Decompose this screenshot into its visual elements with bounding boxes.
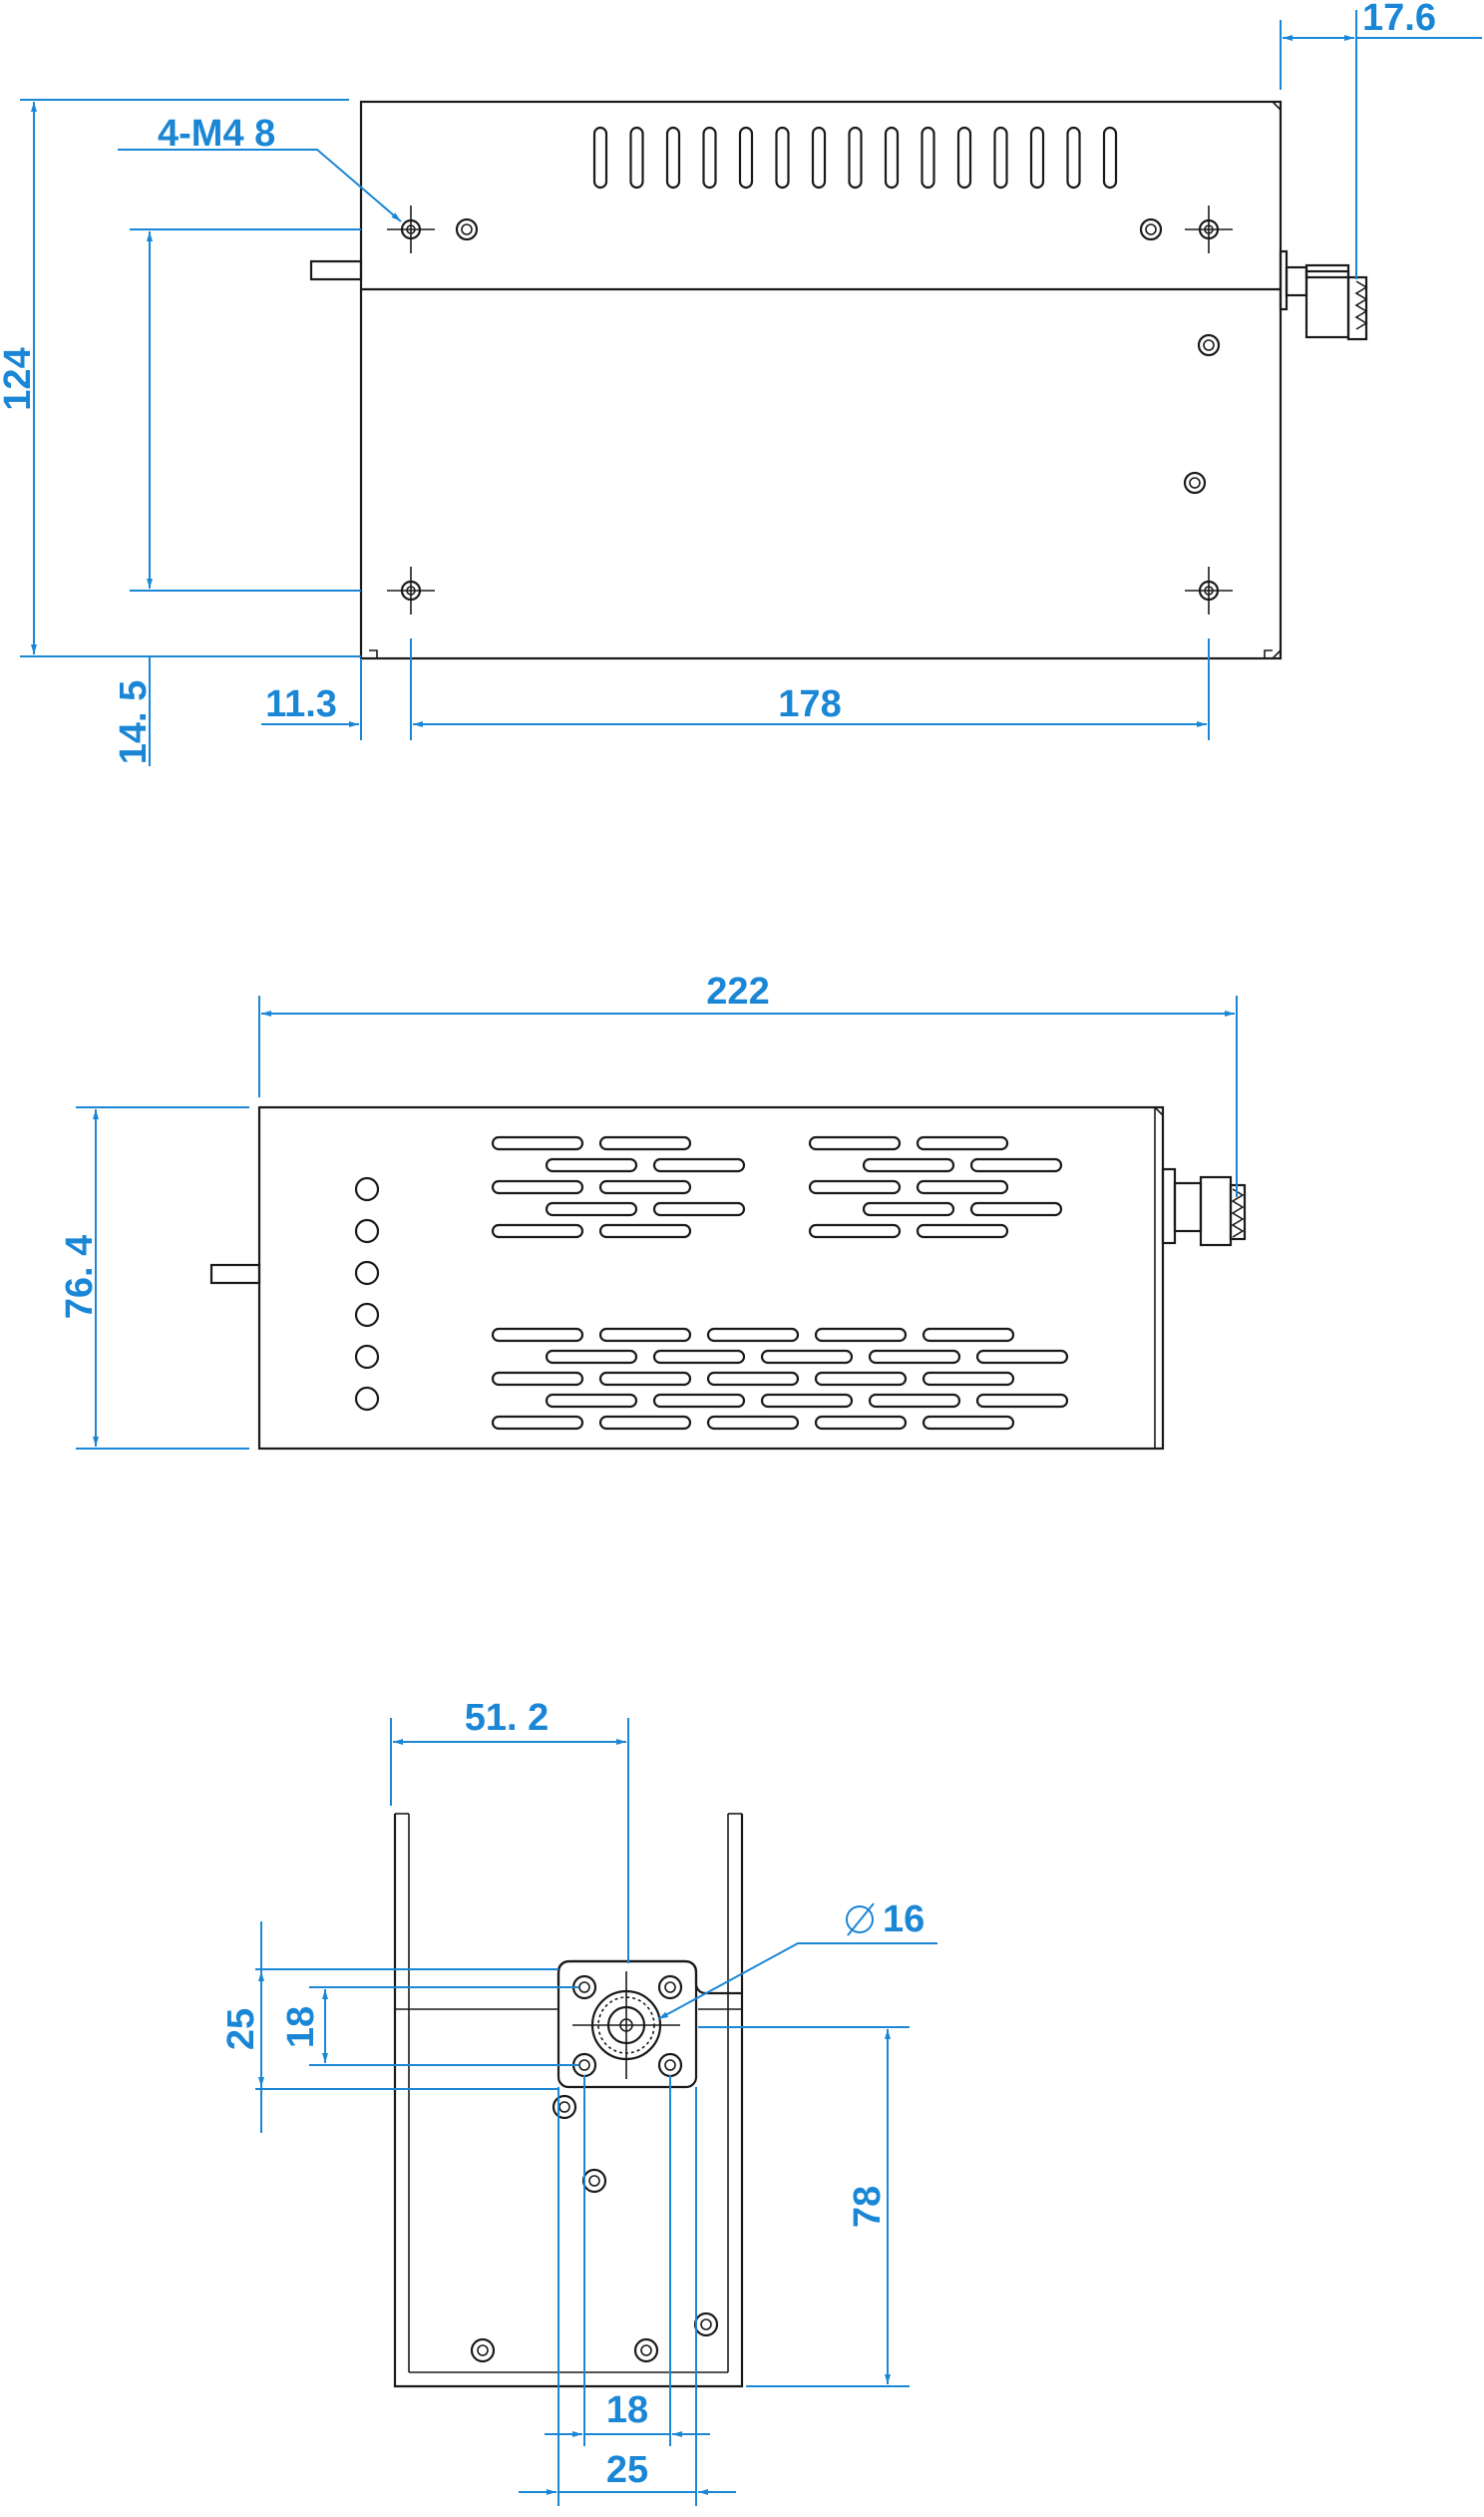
dim-51-2: 51. 2 xyxy=(465,1697,550,1739)
diameter-icon xyxy=(846,1902,875,1936)
vent-slot xyxy=(814,1327,908,1343)
vent-slot xyxy=(993,126,1008,190)
vent-slot xyxy=(775,126,790,190)
vent-slot xyxy=(702,126,717,190)
vent-slot xyxy=(598,1415,692,1431)
vent-slot xyxy=(652,1201,746,1217)
dim-18-left: 18 xyxy=(280,2006,322,2048)
vent-slot xyxy=(814,1371,908,1387)
vent-slot xyxy=(868,1349,961,1365)
vent-slots-side xyxy=(491,1135,1069,1431)
vent-slot xyxy=(706,1371,800,1387)
dim-14-5: 14. 5 xyxy=(113,680,155,765)
vent-slot xyxy=(491,1371,584,1387)
vent-slot xyxy=(491,1135,584,1151)
vent-slot xyxy=(592,126,608,190)
dim-18-bottom: 18 xyxy=(606,2389,648,2431)
dims-view2 xyxy=(76,996,1238,1450)
dim-78: 78 xyxy=(847,2186,889,2228)
view-side: 222 76. 4 xyxy=(59,971,1247,1451)
dim-25-left: 25 xyxy=(220,2008,262,2050)
view-top: 17.6 4-M4 8 124 14. 5 11.3 178 xyxy=(0,0,1482,766)
coax-connector xyxy=(572,1971,680,2079)
vent-slot xyxy=(808,1223,902,1239)
vent-slot xyxy=(598,1135,692,1151)
vent-slot xyxy=(922,1327,1015,1343)
mount-holes xyxy=(387,206,1233,615)
vent-slot xyxy=(956,126,972,190)
vent-slot xyxy=(706,1415,800,1431)
vent-slot xyxy=(738,126,754,190)
vent-slot xyxy=(491,1415,584,1431)
pin xyxy=(309,259,363,281)
vent-slot xyxy=(916,1135,1009,1151)
vent-slot xyxy=(598,1179,692,1195)
dim-178: 178 xyxy=(778,683,841,725)
vent-slot xyxy=(491,1179,584,1195)
vent-slot xyxy=(598,1223,692,1239)
vent-slot xyxy=(922,1415,1015,1431)
vent-slot xyxy=(975,1393,1069,1409)
dim-222: 222 xyxy=(706,971,769,1013)
vent-slot xyxy=(916,1223,1009,1239)
vent-slot xyxy=(969,1201,1063,1217)
end-holes xyxy=(470,2094,719,2363)
vent-slot xyxy=(1029,126,1045,190)
side-connector xyxy=(1161,1167,1247,1247)
vent-slot xyxy=(598,1327,692,1343)
view-end: 51. 2 16 25 18 78 18 25 xyxy=(220,1697,937,2506)
vent-slot xyxy=(598,1371,692,1387)
vent-slot xyxy=(922,1371,1015,1387)
vent-slot xyxy=(652,1157,746,1173)
connector xyxy=(1279,249,1368,341)
dim-124: 124 xyxy=(0,347,39,410)
dims-view3 xyxy=(255,1718,937,2506)
vent-slot xyxy=(491,1223,584,1239)
dims-view1 xyxy=(20,10,1482,766)
vent-slot xyxy=(665,126,681,190)
vent-slot xyxy=(545,1201,638,1217)
dim-17-6: 17.6 xyxy=(1362,0,1436,39)
dim-76-4: 76. 4 xyxy=(59,1235,101,1320)
vent-slot xyxy=(814,1415,908,1431)
vent-slot xyxy=(491,1327,584,1343)
vent-slot xyxy=(545,1157,638,1173)
vent-slot xyxy=(969,1157,1063,1173)
vent-slot xyxy=(862,1201,955,1217)
vent-slot xyxy=(652,1349,746,1365)
vent-slot xyxy=(629,126,644,190)
vent-slot xyxy=(808,1135,902,1151)
vent-slot xyxy=(808,1179,902,1195)
vent-slot xyxy=(545,1393,638,1409)
vent-slot xyxy=(545,1349,638,1365)
dim-diam-16: 16 xyxy=(883,1898,925,1940)
vent-slot xyxy=(811,126,827,190)
vent-slot xyxy=(848,126,863,190)
end-body-outline xyxy=(393,1814,744,2388)
vent-slot xyxy=(652,1393,746,1409)
vent-slot xyxy=(1102,126,1118,190)
body-outline xyxy=(359,100,1283,660)
vent-slot xyxy=(760,1349,854,1365)
dim-11-3: 11.3 xyxy=(265,683,337,725)
dim-25-bottom: 25 xyxy=(606,2449,648,2491)
body-edge xyxy=(1272,101,1282,659)
vent-slot xyxy=(760,1393,854,1409)
vent-slots-top xyxy=(592,126,1118,190)
side-pin xyxy=(209,1263,261,1285)
vent-slot xyxy=(1066,126,1081,190)
vent-slot xyxy=(884,126,900,190)
vent-slot xyxy=(916,1179,1009,1195)
led-holes xyxy=(354,1176,380,1412)
vent-slot xyxy=(921,126,935,190)
flange xyxy=(556,1959,698,2089)
vent-slot xyxy=(975,1349,1069,1365)
dim-hole-spec: 4-M4 8 xyxy=(158,113,275,155)
vent-slot xyxy=(862,1157,955,1173)
vent-slot xyxy=(706,1327,800,1343)
vent-slot xyxy=(868,1393,961,1409)
